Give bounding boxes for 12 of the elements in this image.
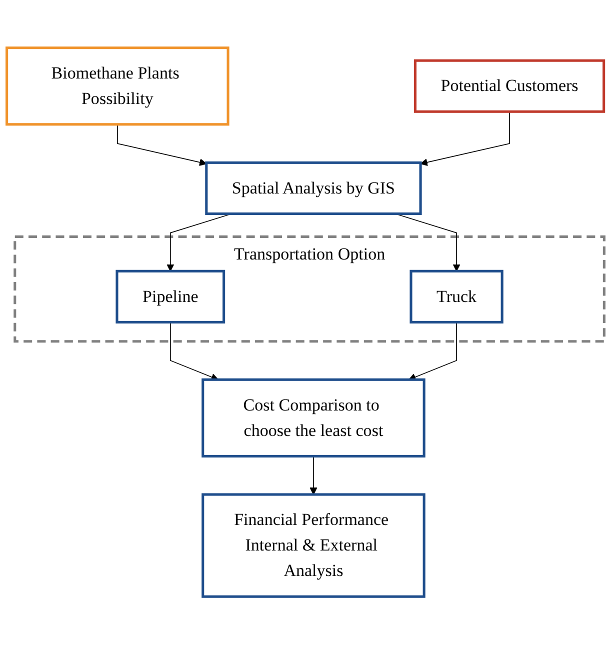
arrow <box>420 112 510 166</box>
node-box: Potential Customers <box>414 60 606 114</box>
node-box: Spatial Analysis by GIS <box>205 162 422 216</box>
arrow <box>117 124 207 166</box>
node-box: Biomethane Plants Possibility <box>6 46 230 126</box>
arrow <box>170 322 218 381</box>
node-box: Truck <box>410 270 504 324</box>
node-box: Pipeline <box>116 270 226 324</box>
arrow <box>310 456 318 496</box>
node-box: Cost Comparison to choose the least cost <box>202 378 426 458</box>
arrow <box>408 322 457 381</box>
node-box: Financial Performance Internal & External Analysis <box>202 494 426 598</box>
